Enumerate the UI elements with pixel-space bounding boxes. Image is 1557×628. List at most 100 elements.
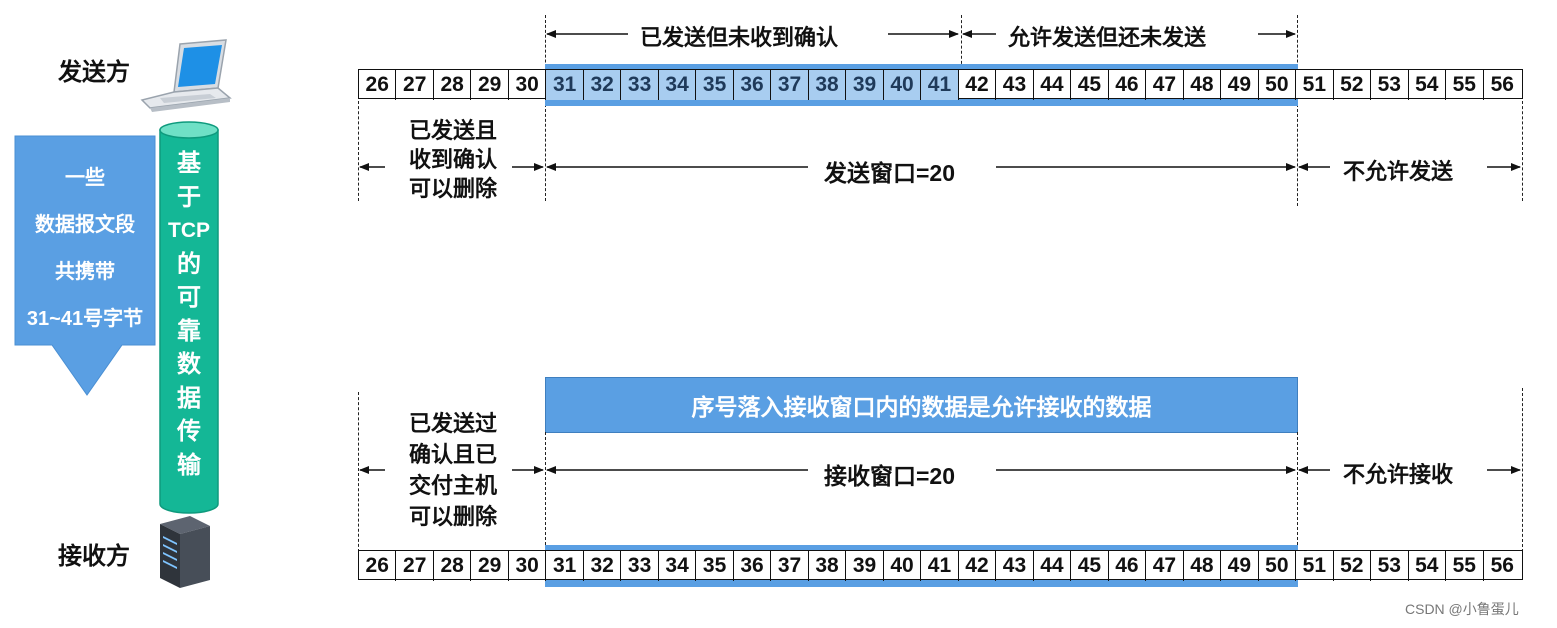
pipe-char: TCP [168,219,210,242]
desc-line-3: 共携带 [55,261,115,283]
send-not-allowed-label: 不允许发送 [1343,159,1454,184]
bottom-cell-30: 30 [509,551,547,581]
bottom-cell-44: 44 [1034,551,1072,581]
top-cell-33: 33 [621,70,659,100]
top-cell-47: 47 [1146,70,1184,100]
bottom-cell-42: 42 [959,551,997,581]
top-cell-43: 43 [996,70,1034,100]
sender-label: 发送方 [58,59,130,86]
top-cell-28: 28 [434,70,472,100]
recv-acked-line-4: 可以删除 [408,504,497,529]
allowed-unsent-label: 允许发送但还未发送 [1008,25,1207,50]
acked-line-3: 可以删除 [408,176,497,201]
tcp-pipe-text: 基 于 TCP 的 可 靠 数 据 传 输 [157,147,221,482]
bottom-cell-55: 55 [1446,551,1484,581]
bottom-cell-35: 35 [696,551,734,581]
top-cell-37: 37 [771,70,809,100]
pipe-char: 输 [177,451,201,479]
pipe-char: 靠 [177,317,201,345]
server-icon [160,516,210,588]
acked-line-1: 已发送且 [408,118,497,143]
bottom-cell-27: 27 [396,551,434,581]
top-cell-38: 38 [808,70,847,100]
top-cell-41: 41 [921,70,959,100]
bottom-cell-56: 56 [1490,554,1514,577]
top-cell-29: 29 [471,70,509,100]
pipe-char: 基 [177,150,201,177]
acked-description: 已发送且 收到确认 可以删除 [378,116,528,203]
bottom-cell-53: 53 [1371,551,1409,581]
bottom-dash-51 [1297,432,1298,550]
acked-line-2: 收到确认 [408,147,497,172]
bottom-dash-56 [1522,388,1523,552]
top-cell-49: 49 [1221,70,1259,100]
top-cell-55: 55 [1446,70,1484,100]
bottom-cell-32: 32 [584,551,622,581]
send-window-label: 发送窗口=20 [824,160,956,186]
top-dash-51 [1297,15,1298,206]
top-cell-31: 31 [546,70,584,100]
top-cell-35: 35 [696,70,734,100]
pipe-char: 可 [177,284,201,311]
top-cell-40: 40 [883,70,922,100]
bottom-cell-37: 37 [771,551,809,581]
top-cell-51: 51 [1296,70,1334,100]
bottom-cell-50: 50 [1259,551,1297,581]
top-cell-44: 44 [1034,70,1072,100]
bottom-cell-46: 46 [1109,551,1147,581]
bottom-cell-29: 29 [471,551,509,581]
bottom-cell-43: 43 [996,551,1034,581]
bottom-cell-26: 26 [359,551,397,581]
receive-banner: 序号落入接收窗口内的数据是允许接收的数据 [545,377,1298,433]
bottom-dash-26 [358,392,359,552]
receiver-label: 接收方 [58,543,130,570]
top-cell-46: 46 [1109,70,1147,100]
recv-acked-description: 已发送过 确认且已 交付主机 可以删除 [378,408,528,532]
bottom-cell-39: 39 [846,551,884,581]
bottom-dash-31 [545,432,546,550]
top-dash-42 [961,15,962,69]
sent-unacked-label: 已发送但未收到确认 [640,25,839,50]
bottom-cell-33: 33 [621,551,659,581]
tcp-pipe-shape [159,121,219,514]
bottom-cell-49: 49 [1221,551,1259,581]
top-cell-34: 34 [658,70,697,100]
bottom-cell-54: 54 [1409,551,1447,581]
pipe-char: 于 [177,183,201,211]
recv-acked-line-3: 交付主机 [408,473,497,498]
top-dash-26 [358,101,359,201]
bottom-cell-40: 40 [884,551,922,581]
data-description: 一些 数据报文段 共携带 31~41号字节 [14,155,156,343]
desc-line-2: 数据报文段 [35,214,135,236]
top-dash-31 [545,15,546,201]
top-cell-52: 52 [1334,70,1372,100]
bottom-cell-45: 45 [1071,551,1109,581]
bottom-cell-38: 38 [809,551,847,581]
top-cell-36: 36 [733,70,772,100]
bottom-cell-51: 51 [1296,551,1334,581]
watermark: CSDN @小鲁蛋儿 [1405,601,1519,617]
desc-line-1: 一些 [65,167,105,189]
bottom-cell-31: 31 [546,551,584,581]
pipe-char: 数 [177,351,201,378]
laptop-icon [140,39,232,112]
receive-not-allowed-label: 不允许接收 [1343,462,1454,487]
top-dash-56 [1522,101,1523,201]
top-cell-56: 56 [1490,73,1514,96]
bottom-cell-47: 47 [1146,551,1184,581]
bottom-cell-36: 36 [734,551,772,581]
top-cell-42: 42 [959,70,997,100]
recv-acked-line-2: 确认且已 [408,442,497,467]
recv-acked-line-1: 已发送过 [408,411,497,436]
bottom-cell-48: 48 [1184,551,1222,581]
receive-window-label: 接收窗口=20 [824,463,956,489]
bottom-cell-28: 28 [434,551,472,581]
pipe-char: 据 [177,384,201,412]
top-cell-45: 45 [1071,70,1109,100]
top-cell-32: 32 [583,70,622,100]
top-cell-54: 54 [1409,70,1447,100]
top-cell-26: 26 [359,70,397,100]
